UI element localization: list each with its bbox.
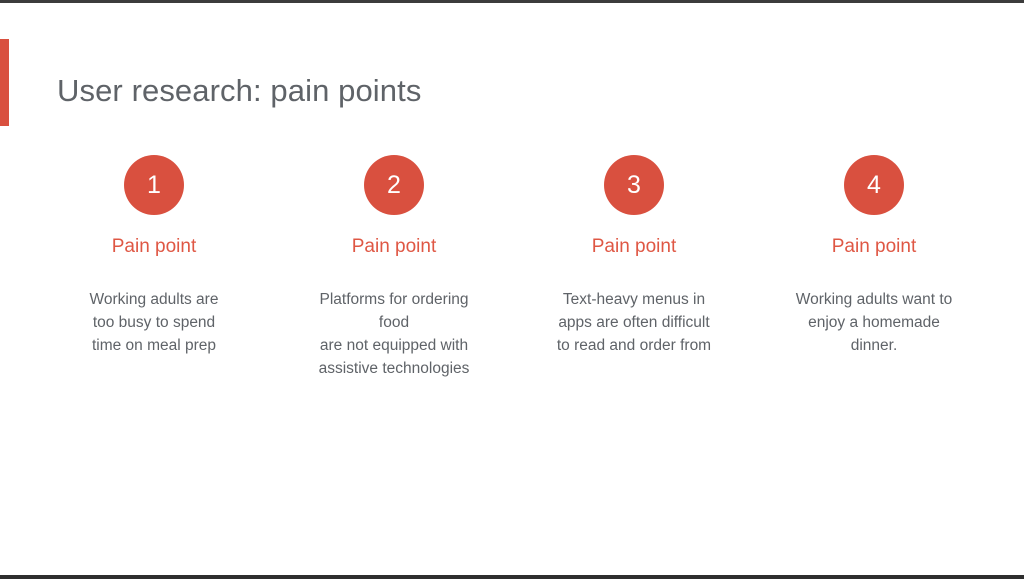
pain-point-column-3: 3 Pain point Text-heavy menus in apps ar…: [514, 155, 754, 357]
pain-point-description: Text-heavy menus in apps are often diffi…: [556, 290, 712, 354]
pain-point-number-badge: 4: [844, 155, 904, 215]
pain-point-description: Working adults are too busy to spend tim…: [89, 290, 219, 354]
page-title: User research: pain points: [57, 73, 422, 108]
pain-point-column-2: 2 Pain point Platforms for ordering food…: [274, 155, 514, 380]
pain-point-label: Pain point: [111, 236, 197, 257]
pain-point-column-4: 4 Pain point Working adults want to enjo…: [754, 155, 994, 357]
pain-point-number-badge: 3: [604, 155, 664, 215]
pain-point-description: Working adults want to enjoy a homemade …: [795, 290, 953, 354]
pain-point-number-badge: 2: [364, 155, 424, 215]
pain-point-label: Pain point: [831, 236, 917, 257]
pain-point-description: Platforms for ordering food are not equi…: [318, 290, 470, 377]
pain-points-row: 1 Pain point Working adults are too busy…: [34, 155, 994, 380]
pain-point-number-badge: 1: [124, 155, 184, 215]
title-accent-bar: [0, 39, 9, 126]
pain-point-label: Pain point: [351, 236, 437, 257]
pain-point-label: Pain point: [591, 236, 677, 257]
pain-point-column-1: 1 Pain point Working adults are too busy…: [34, 155, 274, 357]
